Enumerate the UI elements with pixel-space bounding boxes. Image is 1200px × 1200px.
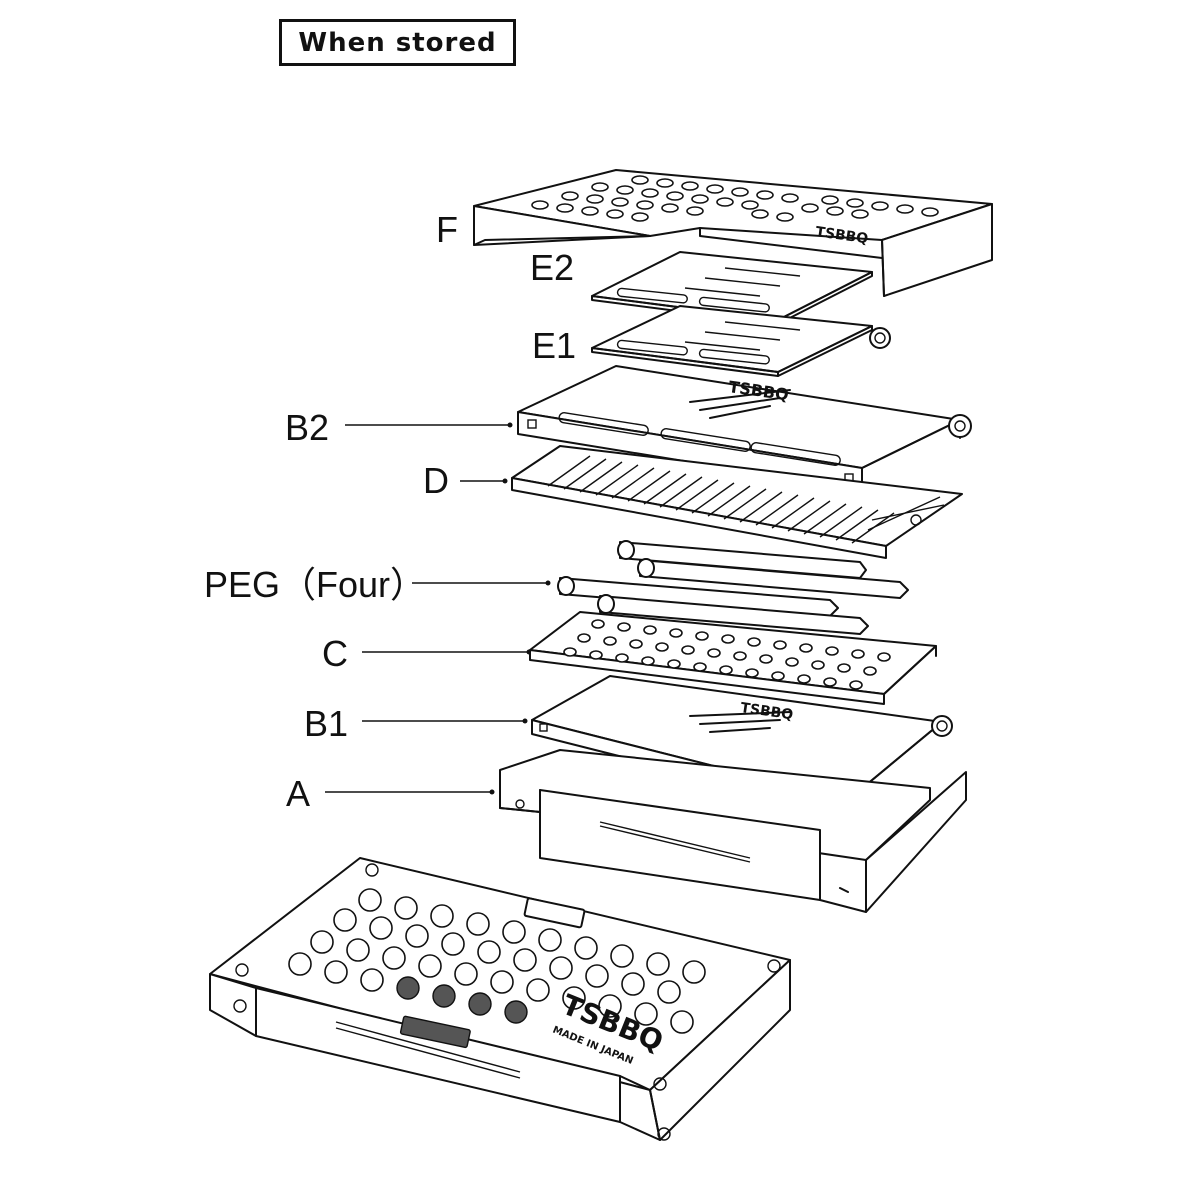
part-d-grate — [511, 445, 963, 559]
part-b1-engraving: TSBBQ — [739, 700, 794, 723]
peg-4 — [597, 594, 869, 635]
assembled-latch — [399, 1015, 471, 1049]
pegs-four — [557, 540, 909, 635]
leader-dot-peg — [545, 580, 551, 586]
label-e1: E1 — [532, 325, 577, 366]
part-f-holes — [531, 175, 939, 222]
label-e2: E2 — [530, 247, 575, 288]
part-f-engraving: TSBBQ — [814, 224, 869, 247]
part-c-holes — [563, 619, 891, 690]
title-text: When stored — [298, 27, 497, 58]
label-peg: PEG（Four） — [204, 564, 427, 605]
assembled-handle-slot — [335, 1021, 521, 1073]
assembled-top-latch — [523, 897, 586, 929]
label-f: F — [436, 209, 458, 250]
label-b2: B2 — [285, 407, 330, 448]
part-a-base — [499, 749, 967, 913]
part-a-side-wall — [865, 771, 967, 913]
part-b1-slot-left — [539, 723, 548, 732]
part-b2: TSBBQ — [517, 365, 972, 491]
label-b1: B1 — [304, 703, 349, 744]
peg-2 — [637, 558, 909, 599]
leader-dot-b2 — [507, 422, 513, 428]
part-a-handle-slot — [599, 821, 751, 859]
leader-dot-a — [489, 789, 495, 795]
assembled-unit: TSBBQ MADE IN JAPAN — [209, 857, 791, 1141]
label-d: D — [423, 460, 449, 501]
peg-3 — [557, 576, 839, 617]
title-box: When stored — [279, 19, 516, 66]
part-e1-hinge — [869, 327, 891, 349]
leader-dot-b1 — [522, 718, 528, 724]
part-e1 — [591, 305, 891, 377]
part-d-slots — [547, 455, 945, 544]
part-b2-hinge — [948, 414, 972, 438]
leader-dot-d — [502, 478, 508, 484]
label-c: C — [322, 633, 348, 674]
leader-lines — [325, 422, 551, 795]
part-c-tray — [529, 611, 937, 705]
part-f-lid: TSBBQ — [473, 169, 993, 297]
part-b1-hinge — [931, 715, 953, 737]
part-d-hole — [910, 514, 922, 526]
peg-1 — [617, 540, 867, 579]
part-b2-slot-left — [527, 419, 537, 429]
assembled-holes — [288, 888, 706, 1034]
label-a: A — [286, 773, 311, 814]
